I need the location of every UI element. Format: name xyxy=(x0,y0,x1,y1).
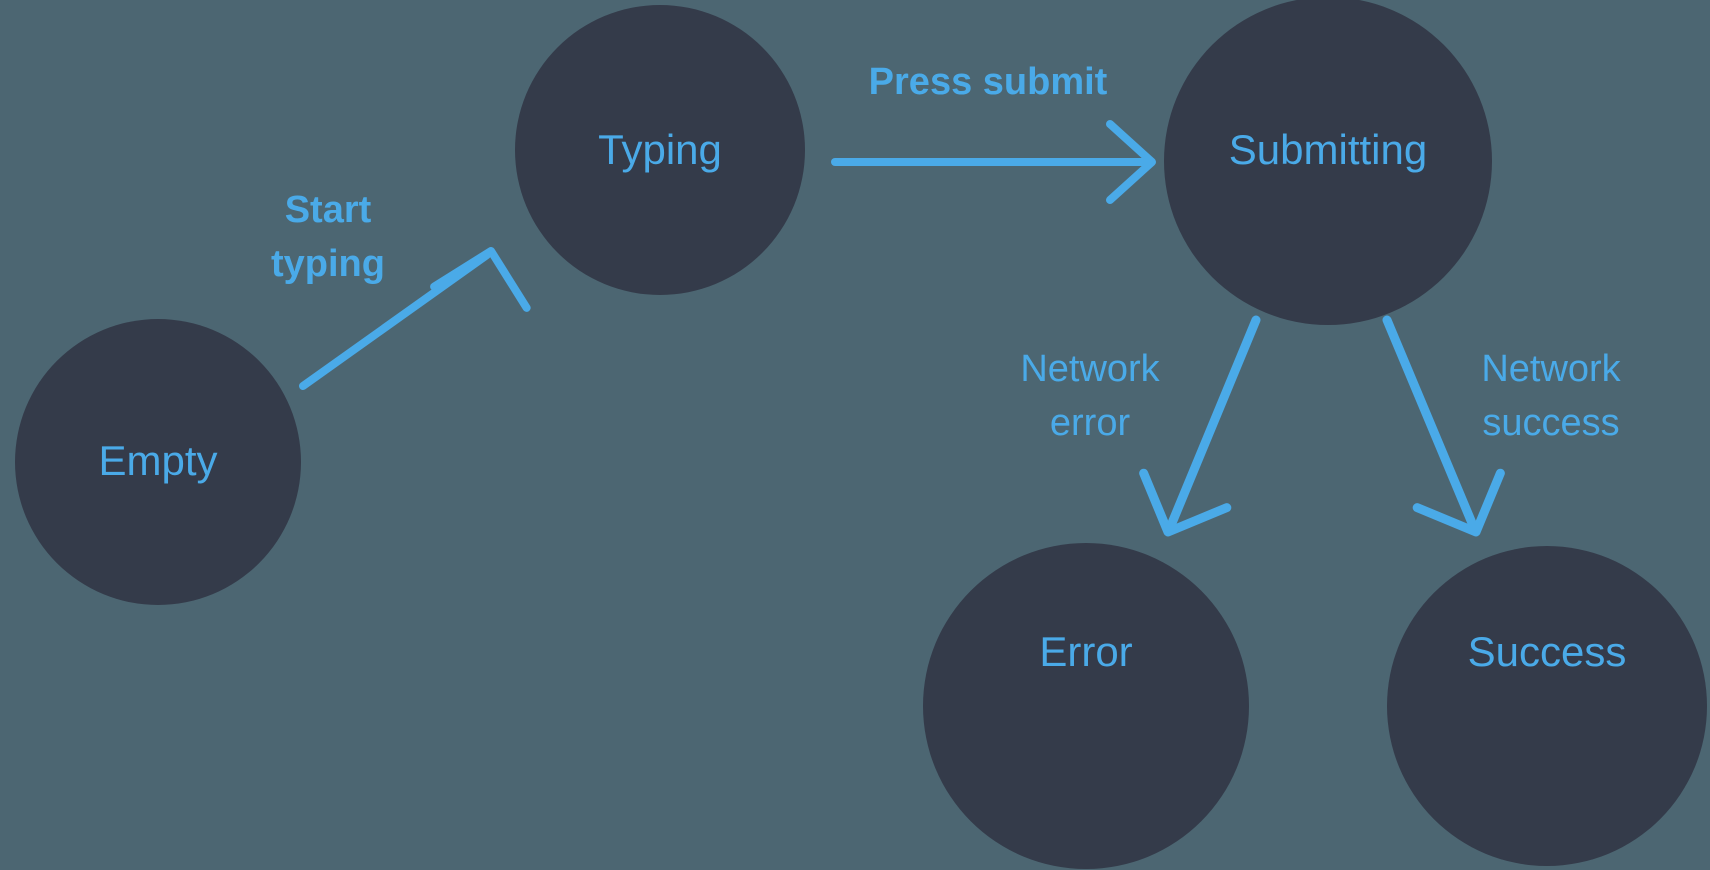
edge-submitting-to-success-line xyxy=(1382,315,1477,528)
edge-label-press-submit: Press submit xyxy=(869,61,1108,103)
edge-label-press-submit-line-1: Press submit xyxy=(869,61,1108,103)
state-node-error-label: Error xyxy=(1039,628,1132,675)
state-node-success-circle[interactable] xyxy=(1387,546,1707,866)
edge-label-network-error: Network error xyxy=(1020,348,1160,444)
state-node-error[interactable]: Error xyxy=(923,543,1249,869)
state-node-success[interactable]: Success xyxy=(1387,546,1707,866)
edge-label-network-error-line-1: Network xyxy=(1020,348,1160,390)
edge-submitting-to-error-line xyxy=(1167,315,1261,528)
edge-empty-to-typing-arrowhead xyxy=(430,247,531,312)
state-node-submitting[interactable]: Submitting xyxy=(1164,0,1492,325)
edge-label-start-typing: Start typing xyxy=(271,189,385,285)
edge-empty-to-typing xyxy=(299,247,531,390)
state-node-empty-circle[interactable] xyxy=(15,319,301,605)
state-node-typing-label: Typing xyxy=(598,126,722,173)
edge-typing-to-submitting xyxy=(831,120,1156,204)
edge-label-start-typing-line-2: typing xyxy=(271,243,385,285)
edge-submitting-to-error-arrowhead xyxy=(1139,468,1232,537)
state-node-empty-label: Empty xyxy=(98,437,217,484)
state-node-typing[interactable]: Typing xyxy=(515,5,805,295)
state-node-typing-circle[interactable] xyxy=(515,5,805,295)
state-node-success-label: Success xyxy=(1468,628,1627,675)
edge-submitting-to-error xyxy=(1139,315,1261,537)
edge-typing-to-submitting-arrowhead xyxy=(1106,120,1156,204)
edge-submitting-to-success-arrowhead xyxy=(1412,468,1505,537)
state-node-submitting-circle[interactable] xyxy=(1164,0,1492,325)
edge-label-network-success: Network success xyxy=(1481,348,1621,444)
edge-label-network-success-line-1: Network xyxy=(1481,348,1621,390)
edge-label-start-typing-line-1: Start xyxy=(285,189,372,231)
edge-label-network-success-line-2: success xyxy=(1482,402,1619,444)
state-node-empty[interactable]: Empty xyxy=(15,319,301,605)
edge-label-network-error-line-2: error xyxy=(1050,402,1131,444)
state-node-error-circle[interactable] xyxy=(923,543,1249,869)
state-node-submitting-label: Submitting xyxy=(1229,126,1427,173)
edge-submitting-to-success xyxy=(1382,315,1505,537)
